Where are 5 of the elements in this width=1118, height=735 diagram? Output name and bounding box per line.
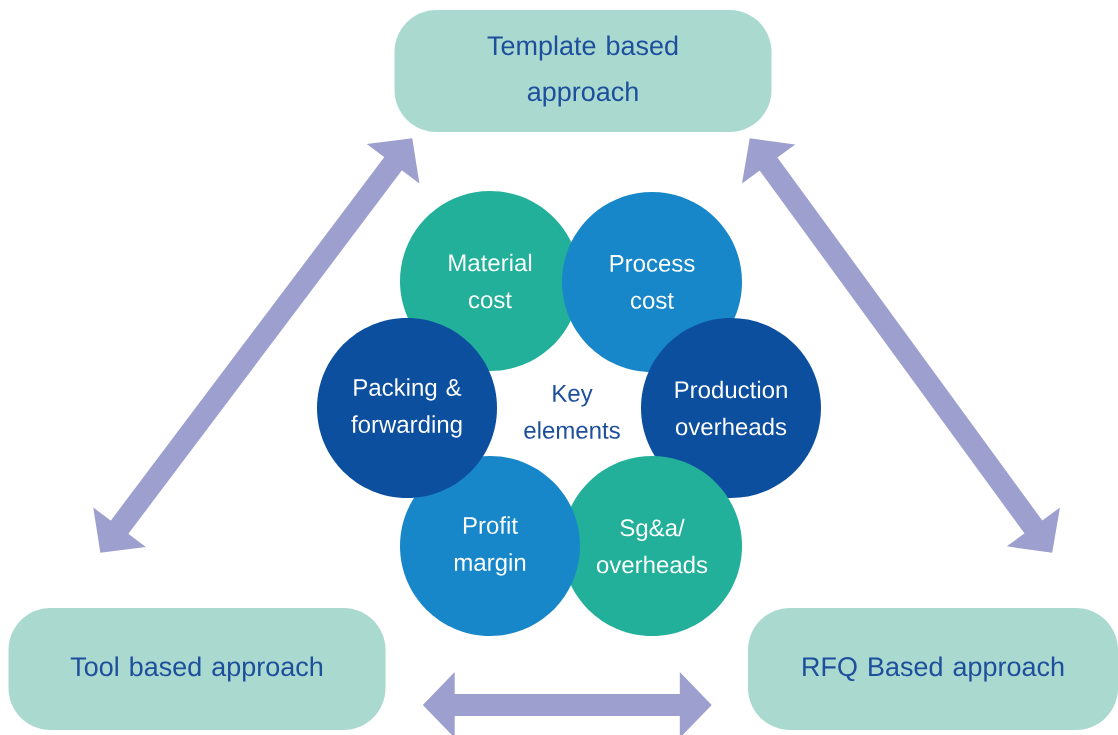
approach-box: Tool based approach	[8, 608, 386, 730]
double-arrow	[741, 138, 1060, 553]
approach-box: RFQ Based approach	[748, 608, 1118, 730]
center-label: Key elements	[524, 385, 620, 439]
approach-box: Template based approach	[394, 10, 772, 132]
